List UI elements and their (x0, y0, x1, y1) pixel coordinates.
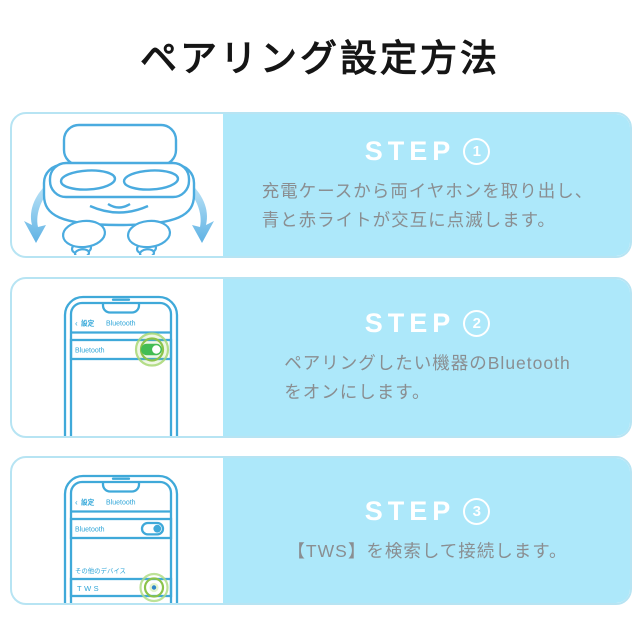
nav-settings-label: 設定 (81, 319, 95, 328)
step1-body-line2: 青と赤ライトが交互に点滅します。 (261, 209, 556, 230)
highlight-ring-outer (134, 332, 170, 367)
step2-body-line1: ペアリングしたい機器のBluetooth (284, 353, 571, 373)
earbud-left (61, 219, 107, 255)
toggle-knob (152, 345, 161, 354)
step1-label: STEP (364, 135, 456, 166)
bluetooth-row-label: Bluetooth (75, 348, 105, 355)
phone-bluetooth-illustration: ‹ 設定 Bluetooth Bluetooth (63, 295, 179, 436)
nav-settings-label: 設定 (81, 498, 95, 507)
toggle-knob (153, 524, 162, 533)
nav-title: Bluetooth (106, 500, 136, 507)
device-name-label: TWS (77, 584, 101, 593)
step2-body: ペアリングしたい機器のBluetooth をオンにします。 (284, 349, 570, 407)
page-title: ペアリング設定方法 (140, 36, 500, 80)
earbud-right-tip2 (138, 248, 156, 255)
phone-frame (63, 474, 179, 603)
green-highlight-icon (134, 332, 170, 367)
back-chevron-icon: ‹ (75, 319, 78, 328)
case-front-curve (89, 204, 149, 214)
bluetooth-row-box (69, 338, 173, 361)
phone-screen (69, 480, 173, 603)
phone-notch (101, 303, 141, 314)
step3-body: 【TWS】を検索して接続します。 (287, 537, 567, 566)
other-devices-label: その他のデバイス (75, 566, 126, 575)
step1-body: 充電ケースから両イヤホンを取り出し、 青と赤ライトが交互に点滅します。 (262, 177, 594, 235)
step2-card: ‹ 設定 Bluetooth Bluetooth STEP 2 ペアリングしたい機… (10, 277, 632, 438)
earbud-left-body (61, 219, 107, 249)
nav-title: Bluetooth (106, 321, 136, 328)
step2-panel: STEP 2 ペアリングしたい機器のBluetooth をオンにします。 (223, 279, 630, 436)
step2-body-line2: をオンにします。 (284, 382, 431, 402)
step1-number-badge: 1 (463, 137, 491, 165)
case-slot-right (122, 169, 180, 191)
back-chevron-icon: ‹ (75, 498, 78, 507)
step3-label: STEP (364, 495, 456, 526)
step1-body-line1: 充電ケースから両イヤホンを取り出し、 (261, 180, 594, 201)
step2-heading: STEP 2 (365, 308, 491, 339)
phone-frame (63, 295, 179, 436)
target-ring-inner (143, 577, 165, 598)
bluetooth-toggle-outline (140, 521, 165, 536)
phone-screen (69, 301, 173, 436)
step3-number-badge: 3 (463, 497, 491, 525)
step3-card: ‹ 設定 Bluetooth Bluetooth その他のデバイス TWS ST… (10, 456, 632, 605)
case-slot-left (59, 169, 117, 191)
earbud-left-tip2 (73, 248, 91, 255)
case-lid (62, 123, 178, 167)
step2-label: STEP (364, 308, 456, 338)
target-center-dot (151, 585, 157, 590)
phone-notch (101, 482, 141, 493)
earbud-right-body (126, 219, 172, 249)
earbud-right (126, 219, 172, 255)
bluetooth-row-label: Bluetooth (75, 527, 105, 534)
arrow-right-icon (184, 181, 214, 243)
phone-device-list-illustration: ‹ 設定 Bluetooth Bluetooth その他のデバイス TWS (63, 474, 179, 603)
arrow-left-icon (24, 181, 54, 243)
earbuds-case-illustration (24, 123, 214, 255)
step2-number-badge: 2 (463, 310, 491, 337)
green-target-icon (139, 572, 169, 603)
bluetooth-row-box (69, 517, 173, 540)
target-ring-outer (139, 572, 169, 603)
step3-body-line1: 【TWS】を検索して接続します。 (287, 540, 568, 561)
device-row-box (69, 577, 173, 598)
case-front-notch (107, 202, 131, 209)
